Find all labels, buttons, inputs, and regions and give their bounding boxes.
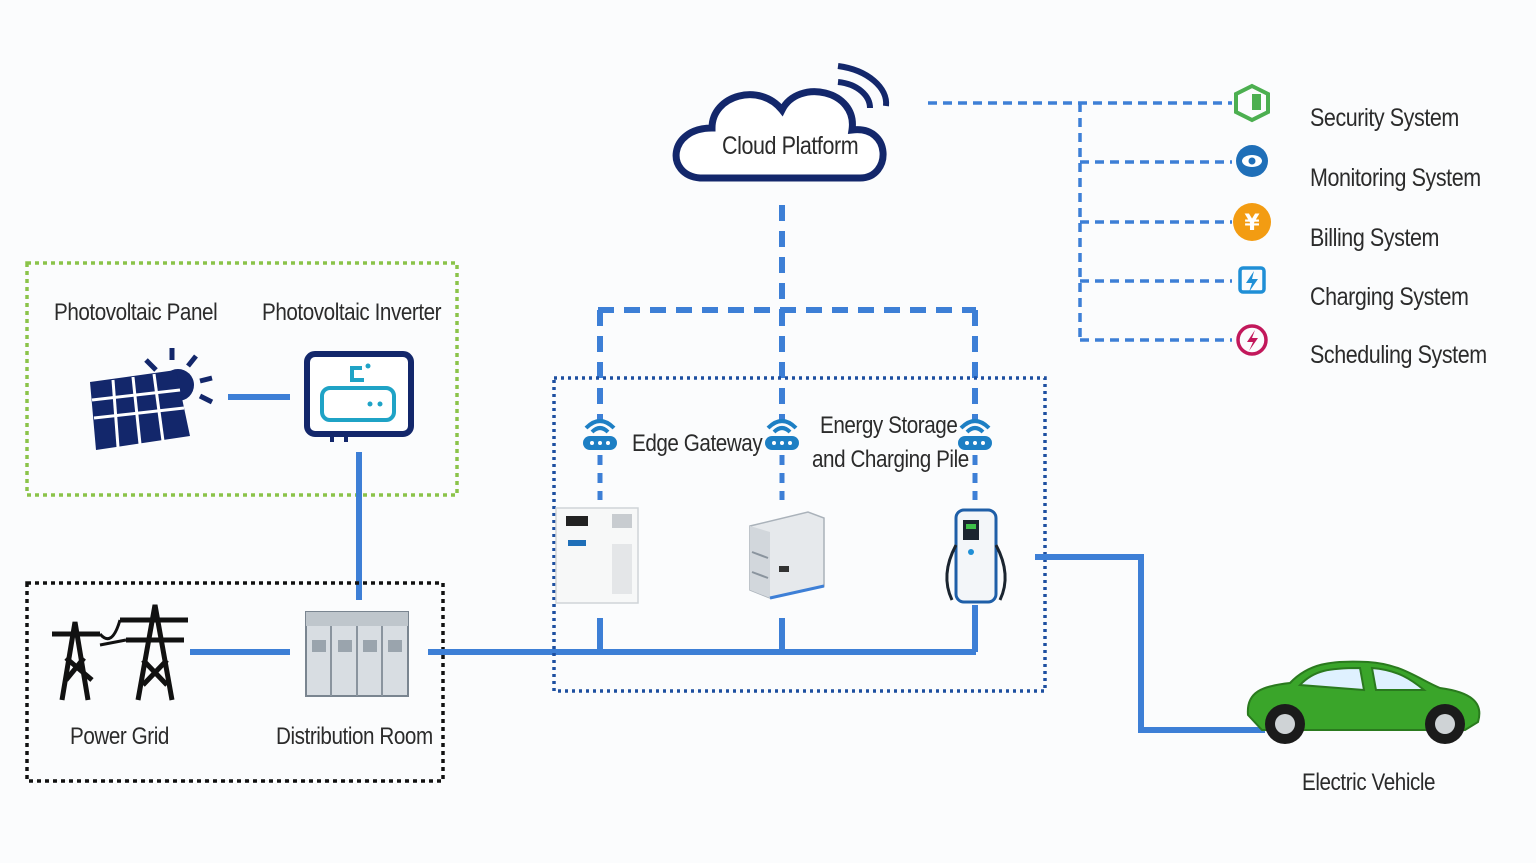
power-grid-label: Power Grid xyxy=(70,723,169,750)
cloud-icon xyxy=(672,63,890,182)
system-label-scheduling[interactable]: Scheduling System xyxy=(1310,341,1487,369)
router-icon xyxy=(958,419,992,450)
energy-storage-label-line2: and Charging Pile xyxy=(812,446,969,473)
distribution-cabinet-icon xyxy=(305,611,409,697)
cloud-platform-label: Cloud Platform xyxy=(722,132,859,160)
system-label-billing[interactable]: Billing System xyxy=(1310,224,1439,252)
system-label-monitoring[interactable]: Monitoring System xyxy=(1310,164,1481,192)
router-icon xyxy=(583,419,617,450)
grid-group-border xyxy=(25,581,445,783)
battery-box-icon xyxy=(749,511,825,600)
charging-icon xyxy=(1238,266,1266,294)
pv-inverter-label: Photovoltaic Inverter xyxy=(262,299,442,326)
solar-panel-icon xyxy=(90,348,214,450)
system-tree xyxy=(928,101,1232,342)
shield-icon xyxy=(1234,83,1270,123)
yen-icon: ¥ xyxy=(1233,203,1271,241)
charging-pile-icon xyxy=(945,508,1007,604)
edge-group-border xyxy=(552,376,1047,693)
pv-panel-label: Photovoltaic Panel xyxy=(54,299,218,326)
electric-vehicle-icon xyxy=(1246,660,1481,744)
ev-link xyxy=(1035,554,1265,733)
system-label-charging[interactable]: Charging System xyxy=(1310,283,1469,311)
system-label-security[interactable]: Security System xyxy=(1310,104,1459,132)
power-tower-icon xyxy=(52,604,188,701)
edge-gateway-label: Edge Gateway xyxy=(632,430,763,457)
energy-storage-label-line1: Energy Storage xyxy=(820,412,958,439)
svg-text:¥: ¥ xyxy=(1244,211,1260,236)
router-icon xyxy=(765,419,799,450)
distribution-room-label: Distribution Room xyxy=(276,723,433,750)
pv-group-border xyxy=(25,261,459,497)
scheduling-icon xyxy=(1236,324,1268,356)
inverter-icon xyxy=(304,351,414,442)
electric-vehicle-label: Electric Vehicle xyxy=(1302,769,1436,796)
energy-storage-cabinet-icon xyxy=(555,507,639,604)
eye-icon xyxy=(1236,145,1268,177)
